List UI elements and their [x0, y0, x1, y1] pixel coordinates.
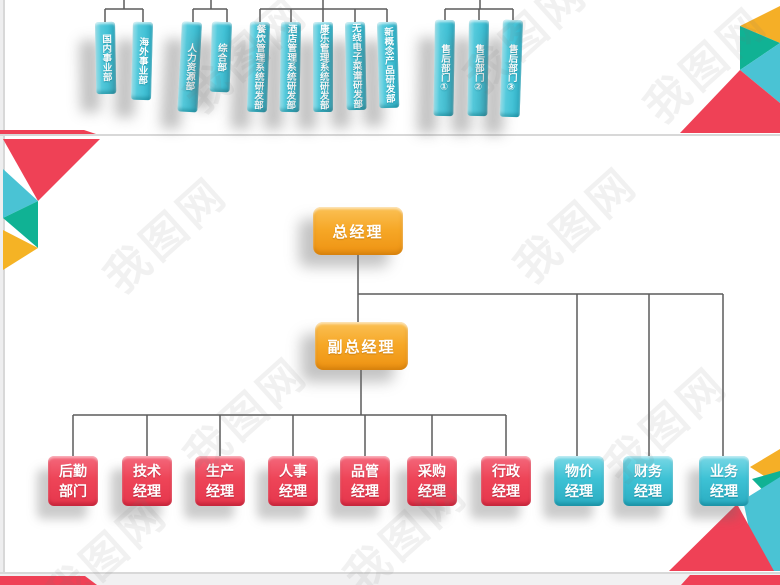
manager-label: 后勤部门 — [59, 462, 87, 499]
top-dept-label: 售后部门② — [472, 43, 485, 93]
page-margin-left — [0, 0, 3, 585]
page-border-bottom — [0, 572, 780, 574]
top-dept-box: 新概念产品研发部 — [377, 21, 400, 109]
top-dept-label: 海外事业部 — [136, 37, 149, 85]
top-dept-box: 康乐管理系统研发部 — [313, 22, 333, 112]
top-dept-box: 餐饮管理系统研发部 — [246, 21, 270, 113]
manager-box: 采购经理 — [407, 456, 457, 506]
top-dept-box: 售后部门② — [467, 19, 489, 117]
top-dept-label: 售后部门③ — [505, 43, 518, 94]
manager-label: 品管经理 — [351, 462, 379, 499]
top-dept-box: 酒店管理系统研发部 — [279, 21, 301, 113]
top-dept-label: 售后部门① — [438, 43, 451, 93]
top-dept-label: 综合部 — [215, 42, 228, 72]
top-dept-label: 酒店管理系统研发部 — [284, 24, 297, 110]
general-manager-label: 总经理 — [332, 223, 384, 241]
top-dept-box: 海外事业部 — [130, 21, 153, 101]
manager-box: 财务经理 — [623, 456, 673, 506]
top-dept-label: 人力资源部 — [183, 42, 197, 91]
manager-label: 物价经理 — [565, 462, 593, 499]
manager-label: 业务经理 — [710, 462, 738, 499]
manager-box: 行政经理 — [481, 456, 531, 506]
top-dept-label: 餐饮管理系统研发部 — [251, 24, 266, 110]
manager-box: 物价经理 — [554, 456, 604, 506]
manager-box: 生产经理 — [195, 456, 245, 506]
deputy-general-manager-box: 副总经理 — [315, 322, 408, 370]
page-border-left — [3, 0, 5, 573]
deputy-general-manager-label: 副总经理 — [327, 338, 396, 356]
manager-box: 人事经理 — [268, 456, 318, 506]
page-border-top — [0, 134, 780, 136]
manager-label: 技术经理 — [133, 462, 161, 499]
top-dept-label: 新概念产品研发部 — [381, 26, 395, 104]
manager-box: 品管经理 — [340, 456, 390, 506]
top-dept-box: 售后部门① — [433, 19, 455, 117]
top-dept-label: 国内事业部 — [99, 34, 112, 82]
manager-label: 行政经理 — [492, 462, 520, 499]
top-dept-box: 售后部门③ — [499, 19, 523, 118]
manager-label: 人事经理 — [279, 462, 307, 499]
manager-label: 财务经理 — [634, 462, 662, 499]
page-margin-bottom — [0, 574, 780, 585]
manager-box: 业务经理 — [699, 456, 749, 506]
top-dept-label: 康乐管理系统研发部 — [317, 24, 329, 110]
manager-box: 技术经理 — [122, 456, 172, 506]
general-manager-box: 总经理 — [313, 207, 403, 255]
manager-box: 后勤部门 — [48, 456, 98, 506]
top-dept-box: 国内事业部 — [95, 21, 117, 95]
manager-label: 采购经理 — [418, 462, 446, 499]
top-dept-label: 无线电子菜谱研发部 — [349, 23, 363, 109]
top-dept-box: 无线电子菜谱研发部 — [345, 21, 367, 111]
top-dept-box: 综合部 — [209, 21, 232, 93]
manager-label: 生产经理 — [206, 462, 234, 499]
